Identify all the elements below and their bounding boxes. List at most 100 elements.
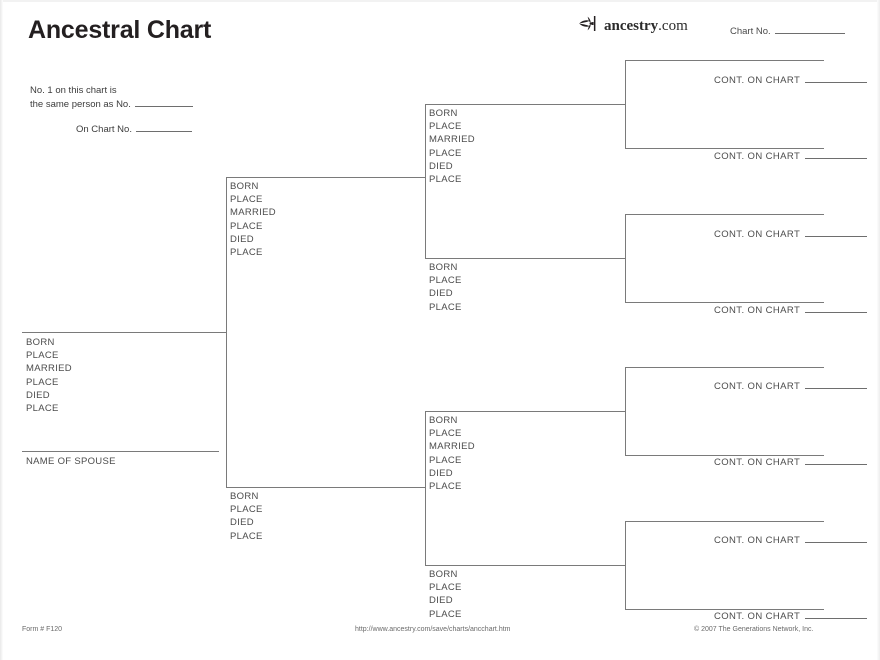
gen4-slot9-cont-input[interactable] [805, 149, 868, 159]
gen2-father-place1-label: PLACE [230, 194, 263, 206]
gen3-slot5-to-gen4-connector [604, 258, 626, 259]
gen1-place3-label: PLACE [26, 402, 59, 414]
gen4-slot13-name-rule[interactable] [625, 455, 824, 456]
gen3-slot6-name-rule[interactable] [425, 411, 624, 412]
self-ref-line-2: the same person as No. [30, 97, 193, 111]
gen3-slot5-born-label: BORN [429, 262, 458, 273]
gen2-father-fields: BORN PLACE MARRIED PLACE DIED PLACE [230, 180, 276, 259]
on-chart-no-input[interactable] [135, 122, 192, 132]
gen4-slot11-cont-input[interactable] [805, 303, 868, 313]
gen4-slot15-name-rule[interactable] [625, 609, 824, 610]
page-edge-right [877, 0, 880, 660]
gen1-married-label: MARRIED [26, 363, 72, 375]
gen4-slot8-cont-input[interactable] [805, 73, 868, 83]
gen3-slot4-name-rule[interactable] [425, 104, 624, 105]
gen1-spouse-label: NAME OF SPOUSE [26, 456, 116, 467]
gen3-slot7-place2-label: PLACE [429, 608, 462, 620]
gen3-slot4-place1-label: PLACE [429, 121, 462, 133]
gen1-place2-label: PLACE [26, 376, 59, 388]
gen2-spine [226, 177, 227, 488]
gen3-slot6-place1-label: PLACE [429, 428, 462, 440]
page-edge-left [0, 0, 3, 660]
gen3-slot5-died-label: DIED [429, 288, 453, 300]
gen3-slot6-born-label: BORN [429, 415, 458, 426]
gen4-slot13-cont-label: CONT. ON CHART [714, 457, 801, 468]
gen1-born-label: BORN [26, 337, 55, 348]
gen4-spine-b [625, 214, 626, 302]
gen4-slot12-name-rule[interactable] [625, 367, 824, 368]
gen2-mother-name-rule[interactable] [226, 487, 425, 488]
footer-url[interactable]: http://www.ancestry.com/save/charts/ancc… [355, 626, 511, 633]
ancestry-brand: ancestry.com [578, 15, 688, 37]
gen1-name-rule[interactable] [22, 332, 227, 333]
gen1-fields: BORN PLACE MARRIED PLACE DIED PLACE [26, 336, 72, 415]
footer-copyright: © 2007 The Generations Network, Inc. [694, 626, 814, 633]
gen4-slot12-cont-input[interactable] [805, 379, 868, 389]
gen2-father-name-rule[interactable] [226, 177, 425, 178]
gen4-slot15-cont-input[interactable] [805, 609, 868, 619]
self-ref-input[interactable] [134, 97, 193, 107]
gen3-slot4-died-label: DIED [429, 160, 453, 172]
gen3-slot7-name-rule[interactable] [425, 565, 624, 566]
self-ref-label: the same person as No. [30, 99, 131, 110]
footer-form-number: Form # F120 [22, 626, 63, 633]
gen3-slot7-place1-label: PLACE [429, 582, 462, 594]
on-chart-no-label: On Chart No. [76, 124, 132, 135]
gen3-slot7-born-label: BORN [429, 569, 458, 580]
gen3-slot6-to-gen4-connector [604, 411, 626, 412]
gen3-slot7-died-label: DIED [429, 595, 453, 607]
gen3-slot7-fields: BORN PLACE DIED PLACE [429, 568, 462, 621]
gen2-father-place3-label: PLACE [230, 246, 263, 258]
gen4-slot11-cont[interactable]: CONT. ON CHART [714, 303, 868, 316]
brand-name-light: .com [658, 17, 688, 34]
gen3-slot5-place2-label: PLACE [429, 301, 462, 313]
gen2-mother-fields: BORN PLACE DIED PLACE [230, 490, 263, 543]
gen4-slot11-name-rule[interactable] [625, 302, 824, 303]
gen1-died-label: DIED [26, 389, 50, 401]
gen4-slot12-cont-label: CONT. ON CHART [714, 381, 801, 392]
gen2-mother-to-gen3-connector [404, 487, 426, 488]
chart-no-label: Chart No. [730, 26, 771, 37]
gen2-father-married-label: MARRIED [230, 207, 276, 219]
gen3-slot7-to-gen4-connector [604, 565, 626, 566]
gen4-slot14-cont[interactable]: CONT. ON CHART [714, 533, 868, 546]
gen4-slot15-cont-label: CONT. ON CHART [714, 611, 801, 622]
self-reference-block: No. 1 on this chart is the same person a… [30, 84, 193, 136]
gen4-slot8-cont[interactable]: CONT. ON CHART [714, 73, 868, 86]
gen1-spouse-rule[interactable] [22, 451, 219, 452]
gen3-lower-spine [425, 411, 426, 565]
gen4-slot12-cont[interactable]: CONT. ON CHART [714, 379, 868, 392]
gen4-spine-c [625, 367, 626, 455]
gen2-father-place2-label: PLACE [230, 220, 263, 232]
page-title: Ancestral Chart [28, 16, 212, 44]
gen4-slot14-name-rule[interactable] [625, 521, 824, 522]
gen4-slot15-cont[interactable]: CONT. ON CHART [714, 609, 868, 622]
gen4-slot8-cont-label: CONT. ON CHART [714, 75, 801, 86]
gen3-slot4-place3-label: PLACE [429, 173, 462, 185]
gen4-slot13-cont[interactable]: CONT. ON CHART [714, 455, 868, 468]
gen4-slot10-name-rule[interactable] [625, 214, 824, 215]
chart-no-input[interactable] [774, 24, 845, 34]
gen4-spine-d [625, 521, 626, 609]
gen3-slot6-place2-label: PLACE [429, 454, 462, 466]
gen3-slot5-fields: BORN PLACE DIED PLACE [429, 261, 462, 314]
gen4-slot13-cont-input[interactable] [805, 455, 868, 465]
gen3-slot5-name-rule[interactable] [425, 258, 624, 259]
gen4-slot8-name-rule[interactable] [625, 60, 824, 61]
gen4-slot10-cont-input[interactable] [805, 227, 868, 237]
gen4-slot10-cont[interactable]: CONT. ON CHART [714, 227, 868, 240]
gen4-spine-a [625, 60, 626, 148]
gen4-slot14-cont-input[interactable] [805, 533, 868, 543]
gen4-slot14-cont-label: CONT. ON CHART [714, 535, 801, 546]
gen3-slot6-died-label: DIED [429, 467, 453, 479]
chart-no-field[interactable]: Chart No. [730, 24, 845, 37]
gen4-slot9-name-rule[interactable] [625, 148, 824, 149]
gen2-father-to-gen3-connector [404, 177, 426, 178]
gen3-slot6-fields: BORN PLACE MARRIED PLACE DIED PLACE [429, 414, 475, 493]
gen4-slot9-cont-label: CONT. ON CHART [714, 151, 801, 162]
gen4-slot10-cont-label: CONT. ON CHART [714, 229, 801, 240]
gen3-slot4-to-gen4-connector [604, 104, 626, 105]
gen4-slot9-cont[interactable]: CONT. ON CHART [714, 149, 868, 162]
gen3-slot4-married-label: MARRIED [429, 134, 475, 146]
